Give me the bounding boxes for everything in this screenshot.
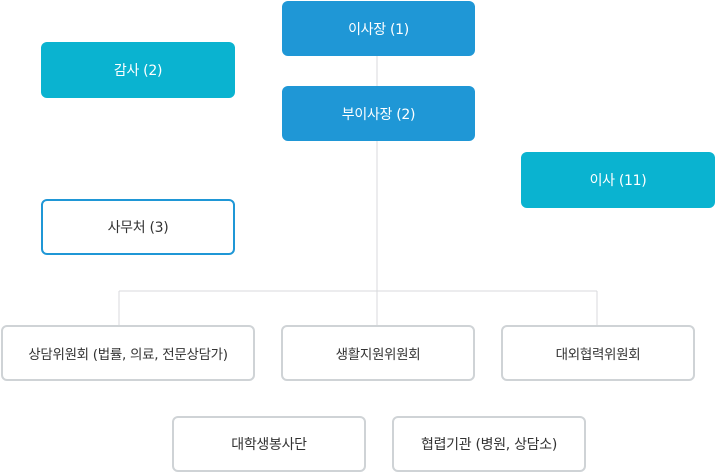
partner-institutions-box: 협렵기관 (병원, 상담소) — [392, 416, 586, 472]
vice-chairman-label: 부이사장 (2) — [341, 106, 416, 123]
committee-counseling-box: 상담위원회 (법률, 의료, 전문상담가) — [1, 325, 255, 381]
auditors-label: 감사 (2) — [113, 63, 163, 79]
committee-external-relations-label: 대외협력위원회 — [555, 347, 641, 363]
student-volunteer-box: 대학생봉사단 — [172, 416, 366, 472]
student-volunteer-label: 대학생봉사단 — [231, 437, 307, 453]
committee-counseling-label: 상담위원회 (법률, 의료, 전문상담가) — [28, 347, 228, 363]
chairman-box: 이사장 (1) — [282, 1, 475, 56]
vice-chairman-box: 부이사장 (2) — [282, 86, 475, 141]
directors-box: 이사 (11) — [521, 152, 715, 208]
partner-institutions-label: 협렵기관 (병원, 상담소) — [421, 437, 557, 453]
auditors-box: 감사 (2) — [41, 42, 235, 98]
committee-external-relations-box: 대외협력위원회 — [501, 325, 695, 381]
secretariat-label: 사무처 (3) — [107, 220, 169, 236]
directors-label: 이사 (11) — [589, 173, 647, 189]
chairman-label: 이사장 (1) — [348, 21, 409, 38]
committee-life-support-box: 생활지원위원회 — [281, 325, 475, 381]
secretariat-box: 사무처 (3) — [41, 199, 235, 255]
committee-life-support-label: 생활지원위원회 — [335, 347, 421, 363]
